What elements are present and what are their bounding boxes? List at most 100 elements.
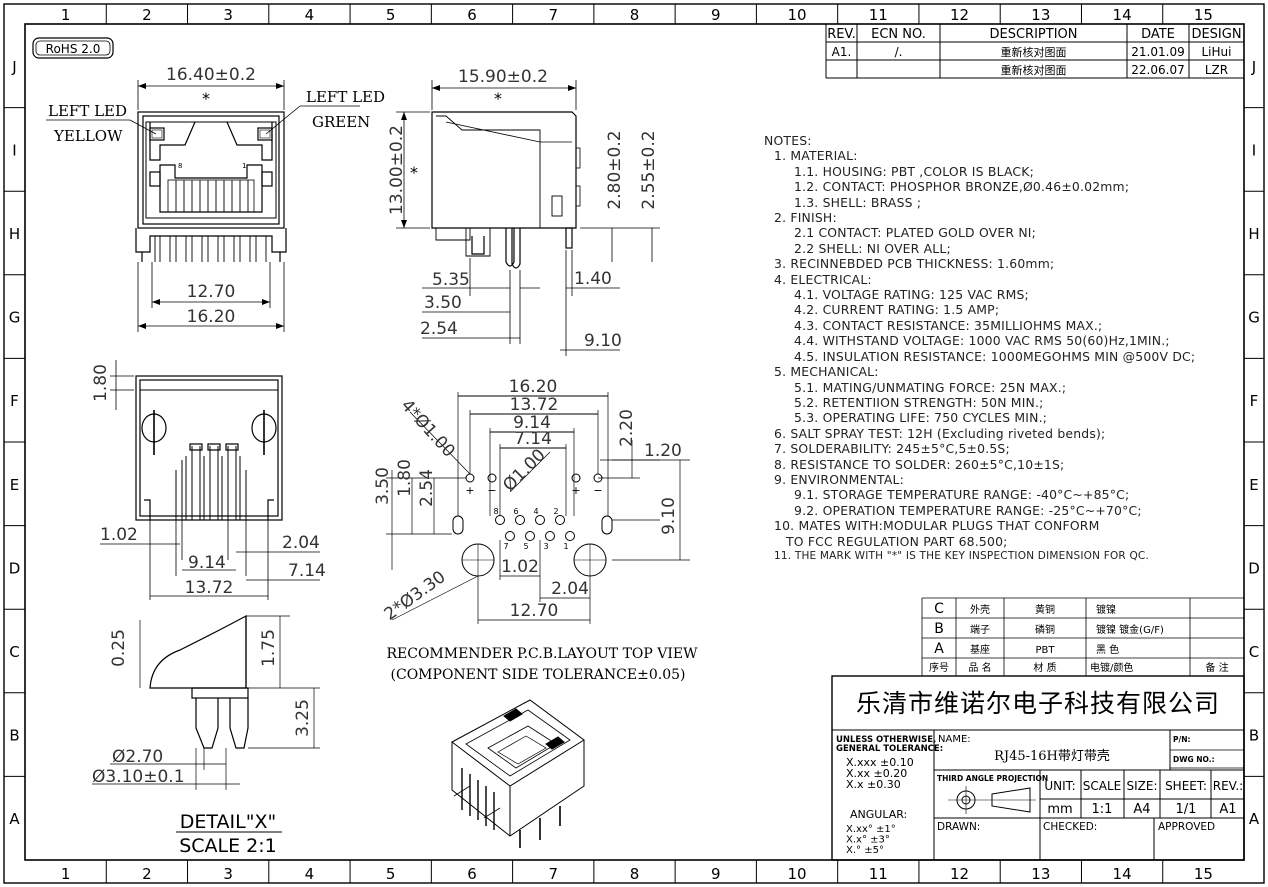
linear-tolerance-1: X.xx ±0.20 [846,767,907,780]
front-dim-1270: 12.70 [187,282,236,302]
zone-row-G: G [9,309,21,327]
zone-col-2: 2 [142,6,152,24]
rev-cell-0-2: 重新核对图面 [1001,45,1067,59]
zone-col-12-bottom: 12 [950,865,969,883]
note-line: 3. RECINNEBDED PCB THICKNESS: 1.60mm; [774,256,1055,272]
bottom-dim-714: 7.14 [288,561,326,581]
drawn-label: DRAWN: [937,821,980,833]
pcb-pin-top-6: 6 [513,507,518,516]
note-line: 2.1 CONTACT: PLATED GOLD OVER NI; [794,225,1037,241]
unit-label: UNIT: [1044,779,1075,793]
pcb-minus-1: − [593,484,602,497]
left-led-label: LEFT LED [48,102,127,120]
note-line: 5.3. OPERATING LIFE: 750 CYCLES MIN.; [794,410,1048,426]
scale-label: SCALE [1083,779,1121,793]
rev-cell-0-1: /. [895,45,903,59]
zone-col-13: 13 [1031,6,1050,24]
zone-col-3: 3 [223,6,233,24]
rev-cell-1-3: 22.06.07 [1131,63,1184,77]
checked-label: CHECKED: [1043,821,1097,833]
zone-row-B: B [9,727,19,745]
title-block [831,675,1245,861]
detail-dim-175: 1.75 [259,629,279,667]
right-led-color: GREEN [312,113,370,131]
side-dim-535: 5.35 [432,270,470,290]
pcb-pin-top-2: 2 [553,507,558,516]
rev-header-3: DATE [1141,27,1175,42]
bom-header-0: 序号 [929,661,949,674]
note-line: TO FCC REGULATION PART 68.500; [786,533,1008,549]
pcb-pin-bot-3: 3 [543,542,548,551]
zone-col-7-bottom: 7 [548,865,558,883]
rev-header-0: REV. [827,27,856,42]
bottom-dim-102: 1.02 [100,525,138,545]
scale-value: 1:1 [1092,802,1113,817]
tolerance-title-1: UNLESS OTHERWISE, [836,735,936,745]
note-line: 1. MATERIAL: [774,148,858,164]
zone-row-D-right: D [1248,559,1260,577]
bom-cell-0-2: 黄铜 [1035,603,1055,616]
pcb-dim-910: 9.10 [659,497,679,535]
note-line: 4.1. VOLTAGE RATING: 125 VAC RMS; [794,287,1029,303]
zone-col-5-bottom: 5 [386,865,396,883]
rev-header-4: DESIGN [1191,27,1241,42]
note-line: 4.4. WITHSTAND VOLTAGE: 1000 VAC RMS 50(… [794,333,1170,349]
pcb-pin-top-8: 8 [493,507,498,516]
note-line: 9.2. OPERATION TEMPERATURE RANGE: -25°C~… [794,502,1142,518]
bom-cell-2-0: A [934,641,944,657]
zone-col-1: 1 [61,6,71,24]
zone-row-B-right: B [1249,727,1259,745]
zone-row-A-right: A [1249,810,1260,828]
front-key-mark: * [202,89,210,108]
detail-dim-270: Ø2.70 [112,747,163,767]
zone-row-I: I [12,141,16,159]
zone-col-9-bottom: 9 [711,865,721,883]
angular-tolerance-0: X.xx° ±1° [846,824,896,835]
note-line: 7. SOLDERABILITY: 245±5°C,5±0.5S; [774,441,1010,457]
bottom-dim-180: 1.80 [91,364,111,402]
bottom-dim-1372: 13.72 [185,578,234,598]
zone-col-10: 10 [787,6,806,24]
zone-labels: 1122334455667788991010111112121313141415… [9,6,1260,883]
part-name: RJ45-16H带灯带壳 [994,749,1110,764]
note-line: 10. MATES WITH:MODULAR PLUGS THAT CONFOR… [774,518,1100,534]
bom-cell-1-2: 磷铜 [1035,623,1055,636]
note-line: 4.3. CONTACT RESISTANCE: 35MILLIOHMS MAX… [794,317,1103,333]
note-line: 1.1. HOUSING: PBT ,COLOR IS BLACK; [794,163,1034,179]
note-line: 1.3. SHELL: BRASS ; [794,194,922,210]
pcb-caption: RECOMMENDER P.C.B.LAYOUT TOP VIEW [386,646,698,662]
detail-x-view [92,614,320,833]
zone-col-4: 4 [305,6,315,24]
pcb-caption-tolerance: (COMPONENT SIDE TOLERANCE±0.05) [391,667,686,683]
left-led-color: YELLOW [53,127,123,145]
note-line: 2. FINISH: [774,210,837,226]
zone-col-1-bottom: 1 [61,865,71,883]
zone-row-I-right: I [1252,141,1256,159]
rev-header-2: DESCRIPTION [990,27,1078,42]
bom-cell-1-1: 端子 [970,623,990,636]
pcb-plus-1: + [571,484,580,497]
pcb-dim-220: 2.20 [617,409,637,447]
front-dim-1620: 16.20 [187,307,236,327]
note-line: 5. MECHANICAL: [774,364,879,380]
pcb-dim-120: 1.20 [644,441,682,461]
sheet-label: SHEET: [1165,779,1207,793]
pcb-pin-top-4: 4 [533,507,538,516]
bom-cell-2-3: 黑 色 [1096,643,1119,656]
bom-cell-2-1: 基座 [970,643,990,656]
side-dim-350: 3.50 [424,293,462,313]
pcb-plus-0: + [465,484,474,497]
pcb-layout [386,392,690,624]
detail-dim-310: Ø3.10±0.1 [92,767,185,787]
zone-row-C: C [9,643,19,661]
note-line: NOTES: [764,133,812,148]
note-line: 9. ENVIRONMENTAL: [774,471,904,487]
zone-row-H: H [9,225,20,243]
rev-label: REV.: [1213,779,1243,793]
detail-scale: SCALE 2:1 [179,835,277,857]
zone-row-G-right: G [1248,309,1260,327]
side-view [396,80,660,356]
zone-row-E: E [10,476,19,494]
zone-row-D: D [9,559,21,577]
rev-cell-1-4: LZR [1205,63,1228,77]
